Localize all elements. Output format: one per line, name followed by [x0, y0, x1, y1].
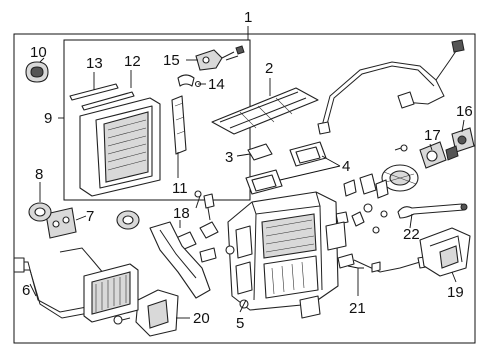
callout-8: 8: [35, 166, 43, 183]
callout-17: 17: [424, 127, 441, 144]
callout-1: 1: [244, 9, 252, 26]
valve-seal-part: [171, 95, 187, 155]
callout-12: 12: [124, 53, 141, 70]
callout-22: 22: [403, 226, 420, 243]
callout-7: 7: [86, 208, 94, 225]
callout-13: 13: [86, 55, 103, 72]
wiring-harness-part: [317, 39, 465, 135]
callout-14: 14: [208, 76, 225, 93]
actuator-part: [451, 127, 475, 153]
leader-lines: [29, 26, 465, 319]
callout-15: 15: [163, 52, 180, 69]
seal-strip-part: [69, 83, 135, 111]
duct-pair-part: [245, 141, 327, 195]
blower-motor-part: [394, 141, 459, 169]
control-rod-part: [397, 203, 468, 219]
clip-parts: [175, 190, 219, 263]
pipe-flange-part: [45, 207, 77, 239]
expansion-valve-part: [195, 45, 245, 71]
callout-10: 10: [30, 44, 47, 61]
callout-6: 6: [22, 282, 30, 299]
grommet-part: [25, 61, 49, 83]
callout-5: 5: [236, 315, 244, 332]
callout-2: 2: [265, 60, 273, 77]
callout-16: 16: [456, 103, 473, 120]
grommet-round-part: [116, 210, 140, 230]
linkage-parts: [335, 173, 389, 234]
o-ring-clip-part: [177, 74, 202, 88]
blower-fan-part: [381, 164, 419, 192]
heater-unit-housing-part: [225, 191, 347, 319]
duct-small-part: [247, 143, 273, 161]
assembly-frame: [13, 33, 476, 344]
evaporator-core-part: [79, 97, 161, 197]
callout-20: 20: [193, 310, 210, 327]
floor-duct-part: [149, 221, 211, 299]
callout-18: 18: [173, 205, 190, 222]
sensor-wire-part: [337, 253, 433, 273]
air-filter-part: [211, 87, 319, 135]
heater-core-part: [13, 247, 139, 323]
callout-19: 19: [447, 284, 464, 301]
callout-4: 4: [342, 158, 350, 175]
callout-21: 21: [349, 300, 366, 317]
callout-3: 3: [225, 149, 233, 166]
case-section-part: [419, 227, 471, 277]
callout-9: 9: [44, 110, 52, 127]
callout-11: 11: [172, 180, 188, 197]
mount-bracket-part: [113, 289, 179, 337]
pipe-grommet-part: [28, 202, 52, 222]
